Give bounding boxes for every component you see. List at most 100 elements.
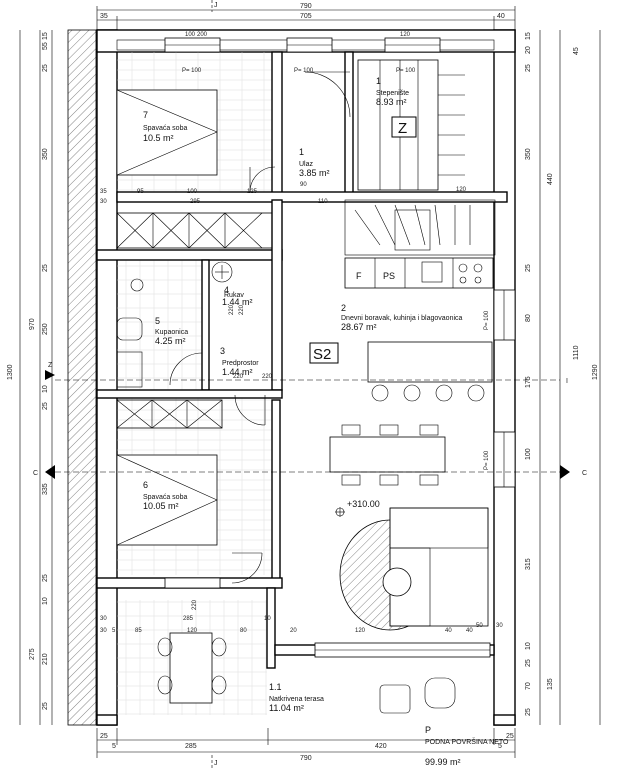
- room-6-number: 6: [143, 480, 148, 490]
- section-markers: Z I C C: [33, 362, 587, 479]
- dim-right-top-1: 45: [573, 47, 580, 55]
- tag-boxes: Z S2: [309, 116, 417, 364]
- dim-bottom-seg-5: 5: [498, 743, 502, 750]
- inner-dim: 200: [197, 32, 208, 38]
- inner-dim: 120: [187, 628, 198, 634]
- inner-dim: 100: [185, 32, 196, 38]
- dim-bottom-seg-2: 5: [112, 743, 116, 750]
- sofa: [389, 507, 489, 627]
- dim-left-seg-10: 10: [42, 597, 49, 605]
- beds: [116, 89, 218, 546]
- coffee-table: [382, 567, 412, 597]
- room-terrace-number: 1.1: [269, 682, 282, 692]
- dim-left-seg-8: 25: [42, 402, 49, 410]
- room-3-name: Predprostor: [222, 360, 259, 367]
- room-5-area: 4.25 m²: [155, 336, 186, 346]
- dim-left-seg-4: 350: [42, 148, 49, 160]
- dim-left-total: 1300: [7, 364, 14, 380]
- inner-dim: 220: [239, 304, 245, 315]
- bed-room-7: [116, 89, 218, 176]
- inner-dim: 110: [318, 199, 328, 205]
- dim-left-seg-6: 250: [42, 323, 49, 335]
- dim-right-bot-5: 25: [525, 708, 532, 716]
- room-4-name: Rukav: [224, 292, 244, 299]
- inner-dim: 120: [456, 187, 467, 193]
- section-z-left: Z: [48, 362, 53, 369]
- dim-bottom-seg-6: 25: [506, 733, 514, 740]
- inner-dim: 85: [135, 628, 142, 634]
- room-stairs-area: 8.93 m²: [376, 97, 407, 107]
- inner-dim: 80: [240, 628, 247, 634]
- hatched-neighbor-wall: [67, 29, 97, 726]
- dimension-bottom: 25 5 285 420 5 25 790 J: [96, 728, 516, 770]
- room-stairs-name: Stepenište: [376, 90, 409, 97]
- inner-dim: 220: [233, 374, 244, 380]
- windows: [164, 37, 516, 658]
- inner-dim: 20: [290, 628, 297, 634]
- room-7-number: 7: [143, 110, 148, 120]
- section-j-bottom: J: [214, 760, 218, 767]
- level-label: +310.00: [347, 499, 380, 509]
- room-1-name: Ulaz: [299, 161, 314, 168]
- dimension-top: 790 35 705 40 J: [96, 0, 516, 40]
- shower-icon: [116, 351, 143, 388]
- terrace-furniture: [157, 632, 456, 714]
- dim-right-bot-1: 10: [525, 642, 532, 650]
- dim-top-seg-1: 35: [100, 13, 108, 20]
- dim-bottom-total: 790: [300, 755, 312, 762]
- opening-label: P= 100: [294, 68, 314, 74]
- inner-dim: 285: [183, 616, 194, 622]
- dim-right-mid-4: 100: [525, 448, 532, 460]
- dimension-right: 1290 1110 45 15 20 25 440 350 25 80 175 …: [525, 30, 601, 725]
- living-furniture: +310.00: [335, 499, 489, 631]
- bar-stool: [371, 384, 389, 402]
- room-2-area: 28.67 m²: [341, 322, 377, 332]
- dim-right-total-outer: 1290: [592, 364, 599, 380]
- inner-dim: 100: [187, 189, 198, 195]
- doors: [169, 71, 351, 584]
- bar-stool: [435, 384, 453, 402]
- room-labels: 7 Spavaća soba 10.5 m² 1 Ulaz 3.85 m² 1 …: [143, 76, 509, 767]
- sink-icon: [421, 261, 443, 283]
- fridge-label: F: [356, 271, 362, 281]
- kitchen-island: [367, 341, 493, 383]
- dim-top-total: 790: [300, 3, 312, 10]
- tag-s2: S2: [313, 346, 331, 363]
- opening-labels: P= 100 P= 100 P= 100 P= 100 P= 100: [182, 68, 490, 470]
- inner-dim: 40: [466, 628, 473, 634]
- room-2-name: Dnevni boravak, kuhinja i blagovaonica: [341, 315, 463, 322]
- dim-left-seg-7: 10: [42, 385, 49, 393]
- floor-bathroom: [117, 260, 207, 390]
- toilet-icon: [116, 317, 143, 341]
- total-area-value: 99.99 m²: [425, 757, 461, 767]
- room-3-number: 3: [220, 346, 225, 356]
- dim-right-top-2: 15: [525, 32, 532, 40]
- dim-right-bot-2: 25: [525, 659, 532, 667]
- room-5-name: Kupaonica: [155, 329, 188, 336]
- section-c-right: C: [582, 470, 587, 477]
- inner-dim: 30: [100, 199, 107, 205]
- tag-z: Z: [398, 120, 407, 137]
- dim-right-top-3: 20: [525, 46, 532, 54]
- washbasin-icon: [130, 278, 144, 292]
- dim-left-seg-11: 25: [42, 574, 49, 582]
- bathroom-fixtures: [116, 261, 233, 388]
- section-c-left: C: [33, 470, 38, 477]
- opening-label: P= 100: [484, 310, 490, 330]
- dim-right-mid-2: 80: [525, 314, 532, 322]
- room-4-number: 4: [224, 285, 229, 295]
- dining-table: [329, 424, 446, 486]
- room-stairs-number: 1: [376, 76, 381, 86]
- dim-top-seg-3: 40: [497, 13, 505, 20]
- dim-left-seg-13: 275: [29, 648, 36, 660]
- section-j-top: J: [214, 2, 218, 9]
- total-area-number: P: [425, 725, 431, 735]
- inner-dim: 295: [190, 199, 201, 205]
- staircase: [354, 59, 471, 251]
- opening-label: P= 100: [396, 68, 416, 74]
- inner-dim: 120: [400, 32, 411, 38]
- cooktop-burner-icon: [474, 276, 482, 284]
- bed-room-6: [116, 454, 218, 546]
- inner-dim: 10: [264, 616, 271, 622]
- inner-dim: 5: [112, 628, 116, 634]
